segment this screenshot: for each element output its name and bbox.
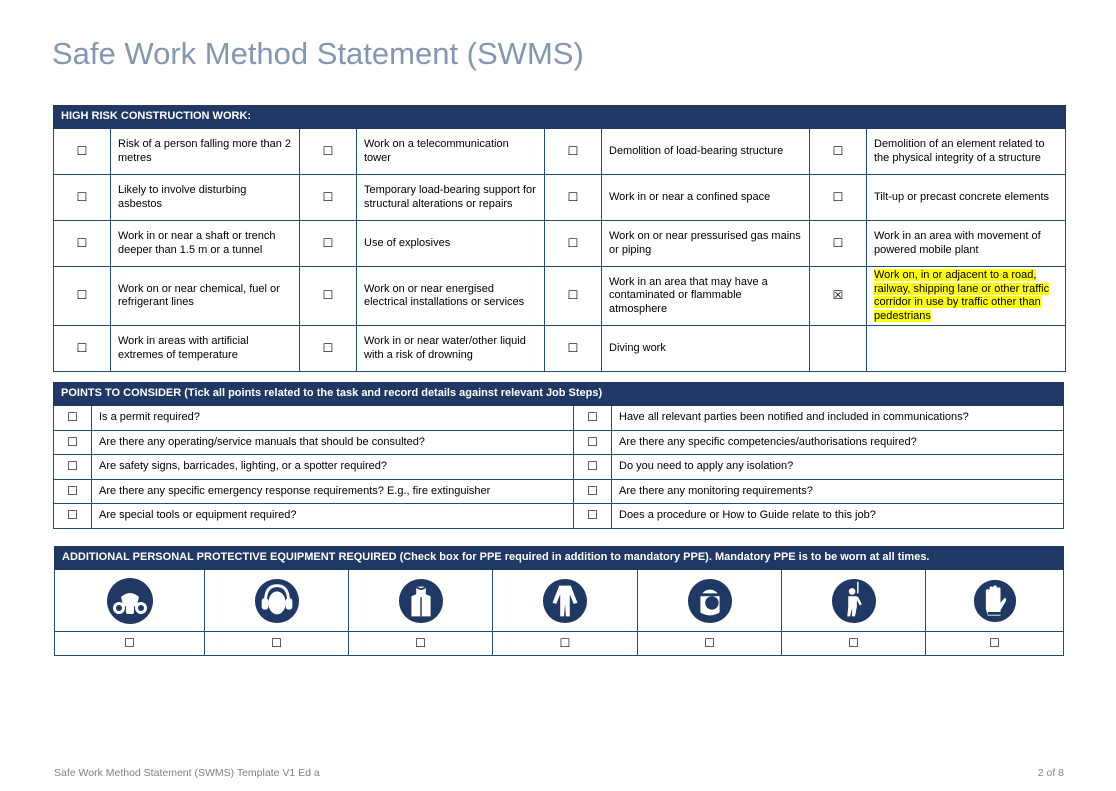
face-shield-icon bbox=[687, 578, 732, 623]
ppe-table: ADDITIONAL PERSONAL PROTECTIVE EQUIPMENT… bbox=[53, 546, 1065, 656]
high-risk-item-label: Work in or near water/other liquid with … bbox=[356, 325, 545, 372]
safety-harness-icon bbox=[831, 578, 876, 623]
high-risk-item-label: Tilt-up or precast concrete elements bbox=[865, 174, 1067, 221]
respirator-icon bbox=[106, 577, 153, 624]
checkbox[interactable]: ☐ bbox=[544, 128, 602, 175]
ppe-header: ADDITIONAL PERSONAL PROTECTIVE EQUIPMENT… bbox=[53, 546, 1065, 570]
high-risk-construction-work-table: HIGH RISK CONSTRUCTION WORK: ☐ Risk of a… bbox=[52, 105, 1067, 372]
checkbox[interactable]: ☐ bbox=[53, 454, 92, 480]
ear-protection-icon bbox=[254, 578, 299, 623]
ppe-icon-cell bbox=[492, 569, 638, 632]
point-label: Are there any specific emergency respons… bbox=[91, 478, 574, 505]
high-risk-header: HIGH RISK CONSTRUCTION WORK: bbox=[52, 105, 1067, 129]
checkbox[interactable]: ☐ bbox=[299, 325, 357, 372]
checkbox[interactable]: ☐ bbox=[781, 631, 926, 656]
checkbox[interactable]: ☐ bbox=[299, 220, 357, 267]
high-risk-item-label: Work in an area with movement of powered… bbox=[865, 220, 1067, 267]
checkbox[interactable]: ☐ bbox=[637, 631, 782, 656]
coverall-icon bbox=[542, 578, 588, 623]
checkbox[interactable]: ☐ bbox=[809, 220, 867, 267]
ppe-icon-cell bbox=[204, 569, 349, 632]
checkbox[interactable]: ☐ bbox=[544, 174, 602, 221]
high-risk-item-label: Risk of a person falling more than 2 met… bbox=[110, 128, 300, 175]
ppe-icon-cell bbox=[54, 569, 205, 632]
empty-cell bbox=[865, 325, 1067, 372]
high-risk-item-label: Use of explosives bbox=[356, 220, 545, 267]
point-label: Are special tools or equipment required? bbox=[91, 503, 574, 529]
ppe-icon-cell bbox=[781, 569, 926, 632]
high-risk-item-label: Work in or near a shaft or trench deeper… bbox=[110, 220, 300, 267]
high-risk-item-label: Work in an area that may have a contamin… bbox=[601, 266, 810, 326]
point-label: Does a procedure or How to Guide relate … bbox=[610, 503, 1065, 529]
checkbox-checked[interactable]: ☒ bbox=[809, 266, 867, 326]
checkbox[interactable]: ☐ bbox=[573, 503, 612, 529]
checkbox[interactable]: ☐ bbox=[299, 128, 357, 175]
point-label: Do you need to apply any isolation? bbox=[610, 454, 1065, 480]
checkbox[interactable]: ☐ bbox=[53, 405, 92, 431]
high-risk-item-label: Work on a telecommunication tower bbox=[356, 128, 545, 175]
checkbox[interactable]: ☐ bbox=[299, 174, 357, 221]
footer-document-name: Safe Work Method Statement (SWMS) Templa… bbox=[54, 767, 320, 779]
footer-page-number: 2 of 8 bbox=[1037, 767, 1064, 779]
ppe-icon-cell bbox=[924, 569, 1065, 632]
checkbox[interactable]: ☐ bbox=[573, 405, 612, 431]
point-label: Are there any monitoring requirements? bbox=[610, 478, 1065, 505]
apron-icon bbox=[398, 578, 443, 623]
point-label: Are there any specific competencies/auth… bbox=[610, 429, 1065, 456]
checkbox[interactable]: ☐ bbox=[348, 631, 493, 656]
checkbox[interactable]: ☐ bbox=[53, 478, 92, 505]
checkbox[interactable]: ☐ bbox=[544, 325, 602, 372]
high-risk-item-label: Work on or near pressurised gas mains or… bbox=[601, 220, 810, 267]
points-to-consider-table: POINTS TO CONSIDER (Tick all points rela… bbox=[52, 382, 1065, 529]
high-risk-item-label-highlighted: Work on, in or adjacent to a road, railw… bbox=[865, 266, 1067, 326]
checkbox[interactable]: ☐ bbox=[544, 266, 602, 326]
point-label: Are safety signs, barricades, lighting, … bbox=[91, 454, 574, 480]
points-header: POINTS TO CONSIDER (Tick all points rela… bbox=[52, 382, 1065, 406]
high-risk-item-label: Work on or near chemical, fuel or refrig… bbox=[110, 266, 300, 326]
checkbox[interactable]: ☐ bbox=[53, 266, 111, 326]
checkbox[interactable]: ☐ bbox=[53, 128, 111, 175]
checkbox[interactable]: ☐ bbox=[544, 220, 602, 267]
ppe-icon-cell bbox=[637, 569, 782, 632]
checkbox[interactable]: ☐ bbox=[573, 478, 612, 505]
checkbox[interactable]: ☐ bbox=[53, 429, 92, 456]
ppe-icon-cell bbox=[348, 569, 493, 632]
checkbox[interactable]: ☐ bbox=[53, 174, 111, 221]
checkbox[interactable]: ☐ bbox=[809, 174, 867, 221]
checkbox[interactable]: ☐ bbox=[53, 220, 111, 267]
point-label: Have all relevant parties been notified … bbox=[610, 405, 1065, 431]
gloves-icon bbox=[973, 579, 1016, 622]
checkbox[interactable]: ☐ bbox=[573, 429, 612, 456]
checkbox[interactable]: ☐ bbox=[53, 503, 92, 529]
empty-cell bbox=[809, 325, 867, 372]
checkbox[interactable]: ☐ bbox=[809, 128, 867, 175]
high-risk-item-label: Demolition of an element related to the … bbox=[865, 128, 1067, 175]
highlighted-text: Work on, in or adjacent to a road, railw… bbox=[874, 269, 1050, 322]
checkbox[interactable]: ☐ bbox=[204, 631, 349, 656]
point-label: Is a permit required? bbox=[91, 405, 574, 431]
checkbox[interactable]: ☐ bbox=[53, 325, 111, 372]
checkbox[interactable]: ☐ bbox=[54, 631, 205, 656]
checkbox[interactable]: ☐ bbox=[299, 266, 357, 326]
high-risk-item-label: Work in areas with artificial extremes o… bbox=[110, 325, 300, 372]
high-risk-item-label: Work in or near a confined space bbox=[601, 174, 810, 221]
high-risk-item-label: Diving work bbox=[601, 325, 810, 372]
point-label: Are there any operating/service manuals … bbox=[91, 429, 574, 456]
checkbox[interactable]: ☐ bbox=[492, 631, 638, 656]
high-risk-item-label: Likely to involve disturbing asbestos bbox=[110, 174, 300, 221]
high-risk-item-label: Demolition of load-bearing structure bbox=[601, 128, 810, 175]
high-risk-item-label: Temporary load-bearing support for struc… bbox=[356, 174, 545, 221]
high-risk-item-label: Work on or near energised electrical ins… bbox=[356, 266, 545, 326]
checkbox[interactable]: ☐ bbox=[924, 631, 1065, 656]
checkbox[interactable]: ☐ bbox=[573, 454, 612, 480]
page-title: Safe Work Method Statement (SWMS) bbox=[52, 36, 584, 71]
